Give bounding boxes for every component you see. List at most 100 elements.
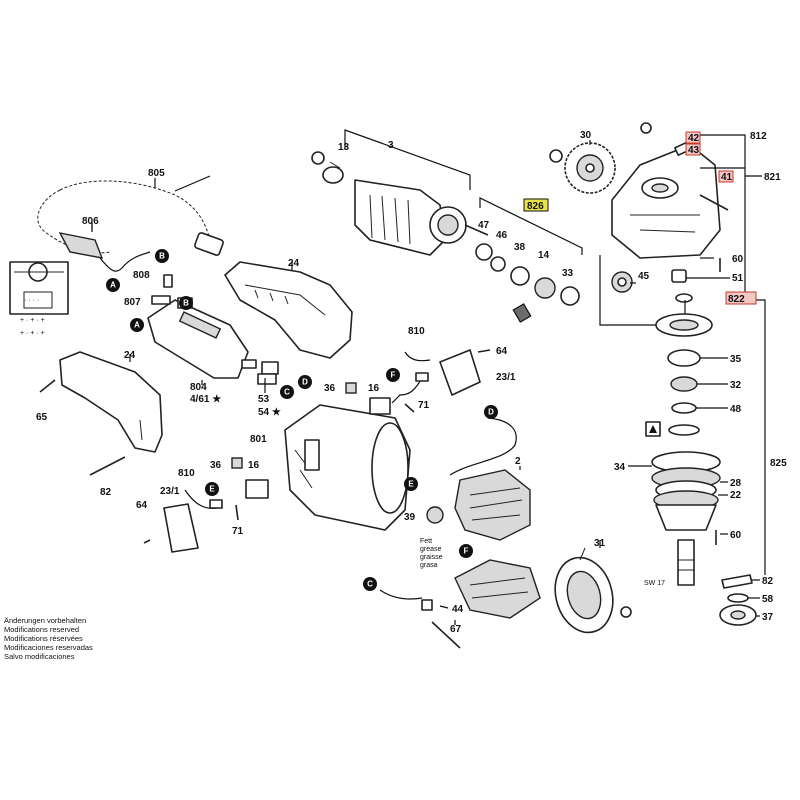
label-23-1-upper: 23/1 — [496, 372, 516, 383]
label-37: 37 — [762, 612, 774, 623]
label-42: 42 — [688, 133, 700, 144]
label-60-lower: 60 — [730, 530, 742, 541]
label-825: 825 — [770, 458, 787, 469]
circle-marker-c1: C — [280, 385, 294, 399]
svg-text:· · · ·: · · · · — [24, 297, 39, 304]
label-34: 34 — [614, 462, 626, 473]
label-826: 826 — [527, 201, 544, 212]
cord-wire — [99, 251, 151, 272]
circle-marker-e1: E — [404, 477, 418, 491]
label-46: 46 — [496, 230, 508, 241]
label-53: 53 — [258, 394, 270, 405]
label-30: 30 — [580, 130, 592, 141]
label-806: 806 — [82, 216, 99, 227]
piece-807 — [151, 295, 171, 305]
plate-23-1-upper — [439, 349, 481, 396]
grease-de: Fett — [420, 538, 432, 545]
highlight-826 — [523, 198, 549, 212]
label-804: 804 — [190, 382, 207, 393]
spring-808 — [163, 274, 173, 288]
svg-text:B: B — [159, 252, 165, 261]
svg-text:B: B — [183, 299, 189, 308]
armature-3 — [322, 129, 489, 256]
end-shield-31 — [554, 547, 632, 634]
label-23-1-lower: 23/1 — [160, 486, 180, 497]
highlight-43 — [685, 143, 701, 156]
plate-23-1-lower — [163, 503, 199, 553]
svg-text:E: E — [209, 485, 215, 494]
label-71-lower: 71 — [232, 526, 244, 537]
ring-822 — [675, 293, 693, 303]
label-41: 41 — [721, 172, 733, 183]
circle-marker-f1: F — [386, 368, 400, 382]
label-16-lower: 16 — [248, 460, 260, 471]
label-33: 33 — [562, 268, 574, 279]
svg-text:E: E — [434, 474, 440, 483]
label-35: 35 — [730, 354, 742, 365]
label-28: 28 — [730, 478, 742, 489]
label-65: 65 — [36, 412, 48, 423]
label-48: 48 — [730, 404, 742, 415]
label-801: 801 — [250, 434, 267, 445]
svg-text:D: D — [302, 378, 308, 387]
label-22: 22 — [730, 490, 742, 501]
modifications-note: Änderungen vorbehalten Modifications res… — [4, 616, 144, 661]
cord-sleeve-806 — [58, 222, 104, 259]
grease-note: Fett grease graisse grasa — [420, 538, 443, 569]
bushing-51 — [671, 269, 687, 283]
highlight-42 — [685, 131, 701, 144]
cable-810-upper — [391, 351, 431, 404]
label-3: 3 — [388, 140, 394, 151]
circle-marker-b2: B — [179, 296, 193, 310]
svg-text:F: F — [464, 547, 469, 556]
brush-holder-upper — [345, 382, 415, 415]
label-13: 13 — [338, 142, 350, 153]
label-805: 805 — [148, 168, 165, 179]
label-810-lower: 810 — [178, 468, 195, 479]
svg-text:A: A — [110, 281, 116, 290]
svg-text:A: A — [134, 321, 140, 330]
svg-text:C: C — [367, 580, 373, 589]
label-38: 38 — [514, 242, 526, 253]
label-64-lower: 64 — [136, 500, 148, 511]
label-sw17: SW 17 — [644, 580, 665, 587]
note-es2: Salvo modificaciones — [4, 652, 75, 661]
gear-housing-821 — [611, 122, 729, 259]
circle-marker-a2: A — [130, 318, 144, 332]
label-24-upper: 24 — [288, 258, 300, 269]
bearing-39 — [426, 506, 444, 524]
label-31: 31 — [594, 538, 606, 549]
flange-58 — [727, 593, 749, 603]
label-14: 14 — [538, 250, 550, 261]
label-821: 821 — [764, 172, 781, 183]
label-36-upper: 36 — [324, 383, 336, 394]
circle-marker-b1: B — [155, 249, 169, 263]
note-de: Änderungen vorbehalten — [4, 616, 87, 625]
connector-inset: · · · · + · + · + + · + · + — [9, 261, 69, 337]
circle-marker-e3: E — [434, 474, 440, 483]
label-67: 67 — [450, 624, 462, 635]
bevel-gear-30 — [549, 142, 616, 194]
label-58: 58 — [762, 594, 774, 605]
screw-82 — [89, 456, 126, 476]
switch-assembly-804 — [147, 299, 279, 385]
label-43: 43 — [688, 145, 700, 156]
label-807: 807 — [124, 297, 141, 308]
bearing-45 — [611, 271, 633, 293]
field-coil-lower — [379, 559, 541, 619]
grease-fr: graisse — [420, 554, 443, 561]
label-44: 44 — [452, 604, 464, 615]
label-16-upper: 16 — [368, 383, 380, 394]
svg-text:E: E — [408, 480, 414, 489]
circle-marker-a1: A — [106, 278, 120, 292]
note-es: Modificaciones reservadas — [4, 643, 93, 652]
circle-marker-d1: D — [298, 375, 312, 389]
circle-marker-c2: C — [363, 577, 377, 591]
label-2: 2 — [515, 456, 521, 467]
spanner-82 — [721, 574, 753, 589]
label-54: 54 ★ — [258, 407, 281, 418]
svg-text:+ · + · +: + · + · + — [20, 317, 45, 324]
spindle-stack-825 — [599, 255, 766, 586]
grease-es: grasa — [420, 562, 438, 569]
label-51: 51 — [732, 273, 744, 284]
